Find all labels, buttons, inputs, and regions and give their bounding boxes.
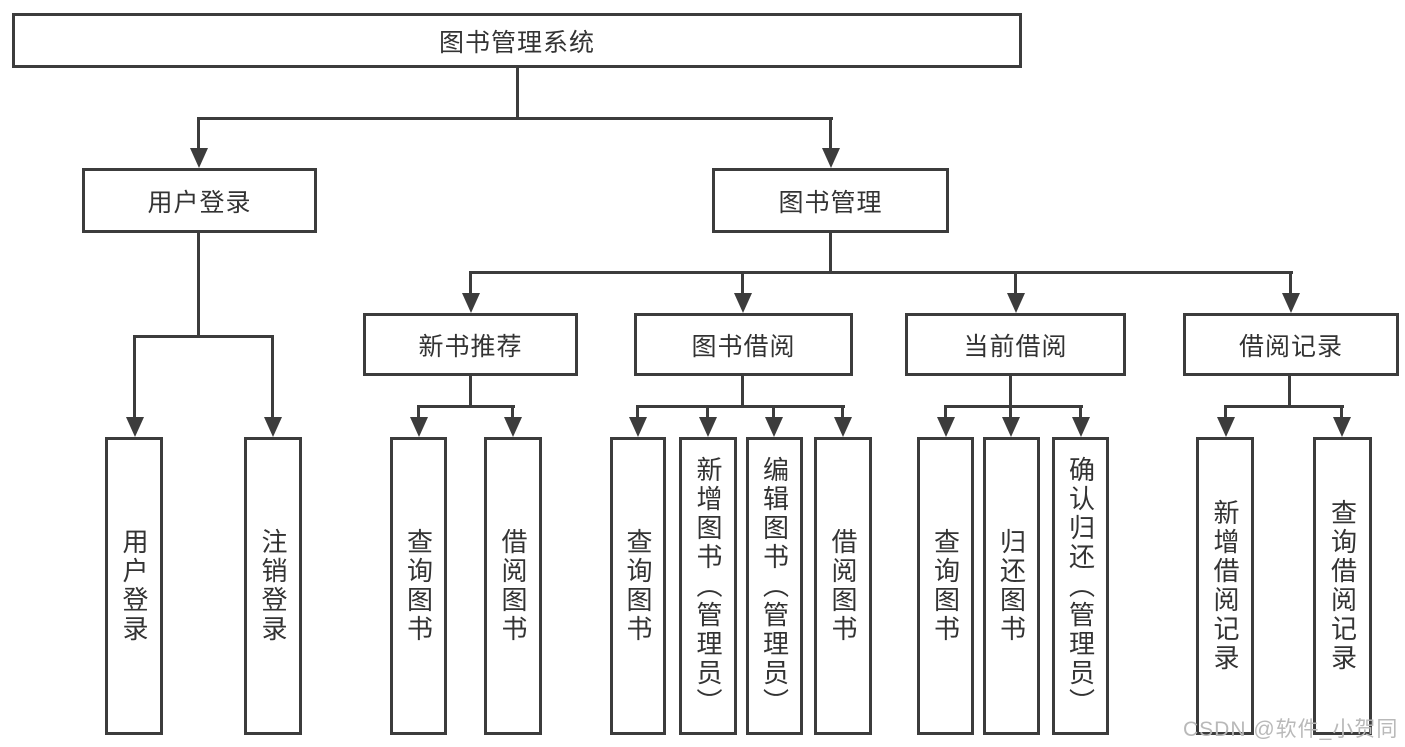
connector-line [944,405,947,419]
node-borrow-books-recommend: 借阅图书 [484,437,542,735]
node-new-book-recommend: 新书推荐 [363,313,578,376]
connector-line [1014,271,1017,297]
connector-line [829,231,832,273]
connector-line [1289,271,1292,297]
arrow-down [1002,417,1020,437]
arrow-down [1072,417,1090,437]
node-query-borrow-record: 查询借阅记录 [1313,437,1372,735]
arrow-down [937,417,955,437]
connector-line [516,67,519,119]
arrow-down [410,417,428,437]
node-book-borrow: 图书借阅 [634,313,853,376]
connector-line [1224,405,1344,408]
arrow-down [1282,293,1300,313]
arrow-down [1217,417,1235,437]
connector-line [1079,405,1082,419]
connector-line [469,375,472,407]
arrow-down [190,148,208,168]
arrow-down [629,417,647,437]
connector-line [944,405,1083,408]
connector-line [417,405,515,408]
connector-line [1288,375,1291,407]
node-query-books-current: 查询图书 [917,437,974,735]
connector-line [741,375,744,407]
node-user-login-leaf: 用户登录 [105,437,163,735]
connector-line [197,231,200,337]
connector-line [197,117,833,120]
node-query-books-borrow: 查询图书 [610,437,666,735]
arrow-down [699,417,717,437]
arrow-down [264,417,282,437]
connector-line [511,405,514,419]
connector-line [1009,405,1012,419]
arrow-down [765,417,783,437]
node-borrow-books-leaf: 借阅图书 [814,437,872,735]
node-current-borrow: 当前借阅 [905,313,1126,376]
node-query-books-recommend: 查询图书 [390,437,447,735]
arrow-down [462,293,480,313]
arrow-down [734,293,752,313]
watermark-csdn: CSDN @软件_小贺同学 [1183,718,1399,741]
connector-line [636,405,845,408]
connector-line [741,271,744,297]
node-logout: 注销登录 [244,437,302,735]
connector-line [469,271,472,297]
connector-line [772,405,775,419]
arrow-down [822,148,840,168]
connector-line [1340,405,1343,419]
node-add-book-admin: 新增图书（管理员） [679,437,737,735]
node-borrow-records: 借阅记录 [1183,313,1399,376]
connector-line [636,405,639,419]
connector-line [829,117,832,150]
connector-line [1009,375,1012,407]
arrow-down [834,417,852,437]
arrow-down [126,417,144,437]
connector-line [1224,405,1227,419]
node-add-borrow-record: 新增借阅记录 [1196,437,1254,735]
node-user-login: 用户登录 [82,168,317,233]
arrow-down [1333,417,1351,437]
connector-line [133,335,136,419]
arrow-down [1007,293,1025,313]
node-edit-book-admin: 编辑图书（管理员） [746,437,803,735]
connector-line [133,335,274,338]
connector-line [469,271,1293,274]
connector-line [197,117,200,150]
connector-line [706,405,709,419]
connector-line [841,405,844,419]
connector-line [271,335,274,419]
connector-line [417,405,420,419]
node-library-system: 图书管理系统 [12,13,1022,68]
node-confirm-return-admin: 确认归还（管理员） [1052,437,1109,735]
node-book-management: 图书管理 [712,168,949,233]
node-return-books: 归还图书 [983,437,1040,735]
arrow-down [504,417,522,437]
